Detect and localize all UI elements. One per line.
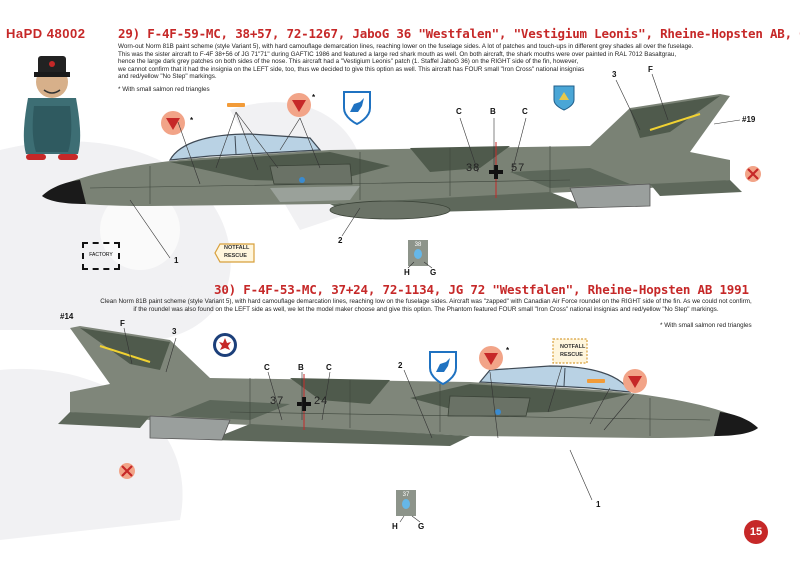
profile2-description: Clean Norm 81B paint scheme (style Varia… [96,298,756,313]
profile1-desc-line: This was the sister aircraft to F-4F 38+… [118,50,677,58]
salmon-triangle-marking-icon [623,369,647,393]
salmon-triangle-marking-icon [161,111,185,135]
profile2-label-2: 2 [398,361,403,370]
profile2-label-h: H [392,522,398,531]
salmon-triangle-marking-icon [287,93,311,117]
profile1-desc-line: and red/yellow "No Step" markings. [118,73,217,81]
stencil-box-label: FACTORY [89,252,113,258]
rescue-label: RESCUE [560,352,583,358]
profile2-label-14: #14 [60,312,74,321]
notfall-rescue-marking-icon [552,338,588,364]
profile1-label-2: 2 [338,236,343,245]
profile2-title: 30) F-4F-53-MC, 37+24, 72-1134, JG 72 "W… [214,282,749,297]
profile1-label-19: #19 [742,115,756,124]
no-step-marking-icon [587,379,605,383]
profile1-desc-line: hence the large dark grey patches on bot… [118,58,579,66]
profile2-label-1: 1 [596,500,601,509]
page-number-badge: 15 [744,520,768,544]
profile1-star-2: * [312,93,316,102]
profile1-star-1: * [190,116,194,125]
stencil-detail-dot [402,499,410,509]
profile1-description: Worn-out Norm 81B paint scheme (style Va… [118,43,718,81]
profile2-star-1: * [506,346,510,355]
profile1-label-g: G [430,268,437,277]
ejection-seat-marking-icon [745,166,761,182]
product-code: HaPD 48002 [6,26,86,41]
profile1-serial-right: 57 [511,162,526,174]
aircraft-profile-1 [42,94,742,220]
notfall-label: NOTFALL [560,344,586,350]
profile2-serial-right: 24 [314,395,329,407]
profile2-label-g: G [418,522,425,531]
profile1-title: 29) F-4F-59-MC, 38+57, 72-1267, JaboG 36… [118,26,800,41]
mascot-figure [23,56,81,160]
profile1-desc-line: Worn-out Norm 81B paint scheme (style Va… [118,43,694,50]
profile1-desc-line: we cannot confirm that it had the insign… [118,65,585,73]
profile1-label-f: F [648,65,653,74]
profile2-label-c2: C [326,363,332,372]
aircraft-profile-2 [58,326,758,446]
no-step-marking-icon [227,103,245,107]
stencil-detail-dot [414,249,422,259]
vestigium-leonis-patch-icon [553,85,575,111]
stencil-detail-label: 37 [402,492,410,498]
westfalen-horse-shield-icon [429,351,457,386]
profile2-note: * With small salmon red triangles [660,322,752,329]
profile2-label-c: C [264,363,270,372]
profile1-note: * With small salmon red triangles [118,86,210,93]
profile1-label-c2: C [522,107,528,116]
profile2-label-f: F [120,319,125,328]
profile1-label-b: B [490,107,496,116]
profile1-label-1: 1 [174,256,179,265]
westfalen-horse-shield-icon [343,91,371,126]
notfall-label: NOTFALL [224,245,250,251]
rescue-label: RESCUE [224,253,247,259]
profile1-label-h: H [404,268,410,277]
profile2-desc-line: if the roundel was also found on the LEF… [133,305,719,313]
stencil-detail-panel: 37 [396,490,416,516]
profile1-label-c: C [456,107,462,116]
profile2-label-b: B [298,363,304,372]
profile1-label-3: 3 [612,70,617,79]
profile2-label-3: 3 [172,327,177,336]
stencil-detail-label: 38 [414,242,422,248]
stencil-box-marking: FACTORY [82,242,120,270]
notfall-rescue-marking-icon [214,243,255,263]
salmon-triangle-marking-icon [479,346,503,370]
stencil-detail-panel: 38 [408,240,428,266]
canadian-roundel-icon [213,333,237,357]
profile2-desc-line: Clean Norm 81B paint scheme (style Varia… [100,298,752,305]
ejection-seat-marking-icon [119,463,135,479]
